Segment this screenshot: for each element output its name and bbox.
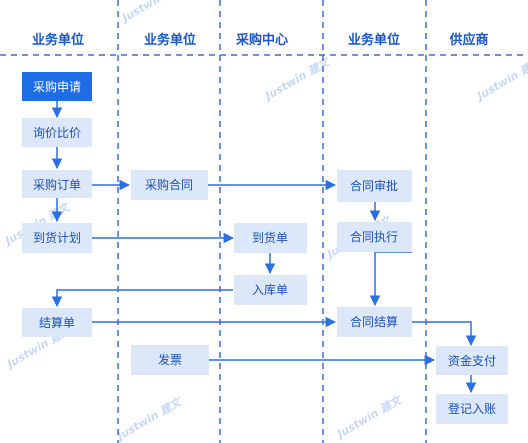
lane-title: 供应商 [448,32,488,48]
node-box [131,345,209,375]
node-box [337,170,412,202]
lane-title: 业务单位 [32,32,84,48]
node-label: 结算单 [39,315,75,330]
node-box [22,170,92,198]
node-box [22,72,92,101]
node-warehouse-receipt[interactable]: 入库单 [234,275,307,305]
node-label: 发票 [158,352,182,367]
connectors [51,101,477,394]
node-settlement[interactable]: 结算单 [22,308,92,337]
node-box [22,223,92,253]
node-label: 到货单 [252,230,288,245]
node-box [337,222,412,252]
node-label: 采购订单 [33,177,81,192]
node-purchase-contract[interactable]: 采购合同 [131,170,208,200]
node-label: 采购申请 [33,79,81,94]
node-box [131,170,208,200]
watermark: Justwin 建文 [118,0,190,26]
watermark: Justwin 建文 [261,55,333,104]
lane-headers: 业务单位 业务单位 采购中心 业务单位 供应商 [32,32,489,48]
node-box [22,118,92,147]
arrow-contract-settlement-to-payment [412,321,477,347]
lane-title: 业务单位 [144,32,196,48]
watermark: Justwin 建文 [113,395,185,443]
node-label: 登记入账 [448,401,496,416]
node-arrival-note[interactable]: 到货单 [234,223,307,253]
watermark: Justwin 建文 [333,393,405,442]
nodes: 采购申请 询价比价 采购订单 到货计划 结算单 采购合同 发票 到货单 [22,72,508,424]
node-label: 合同执行 [350,229,398,244]
node-bookkeeping[interactable]: 登记入账 [436,394,508,424]
node-inquiry[interactable]: 询价比价 [22,118,92,147]
node-payment[interactable]: 资金支付 [436,346,508,375]
node-box [436,346,508,375]
node-box [436,394,508,424]
node-box [234,223,307,253]
arrow-execution-to-settlement [369,251,412,307]
node-label: 合同结算 [350,314,398,329]
node-contract-execution[interactable]: 合同执行 [337,222,412,252]
arrow-warehouse-to-settlement [51,289,233,308]
node-invoice[interactable]: 发票 [131,345,209,375]
node-purchase-request[interactable]: 采购申请 [22,72,92,101]
lane-title: 采购中心 [235,32,288,48]
node-label: 合同审批 [350,178,398,193]
node-box [337,307,412,337]
node-box [22,308,92,337]
watermark: Justwin 建文 [473,55,528,104]
node-label: 入库单 [252,282,288,297]
node-box [234,275,307,305]
node-arrival-plan[interactable]: 到货计划 [22,223,92,253]
node-label: 资金支付 [448,353,496,368]
node-label: 采购合同 [145,177,193,192]
lane-title: 业务单位 [348,32,400,48]
node-label: 到货计划 [33,230,81,245]
node-purchase-order[interactable]: 采购订单 [22,170,92,198]
node-label: 询价比价 [33,126,81,140]
node-contract-approval[interactable]: 合同审批 [337,170,412,202]
node-contract-settlement[interactable]: 合同结算 [337,307,412,337]
